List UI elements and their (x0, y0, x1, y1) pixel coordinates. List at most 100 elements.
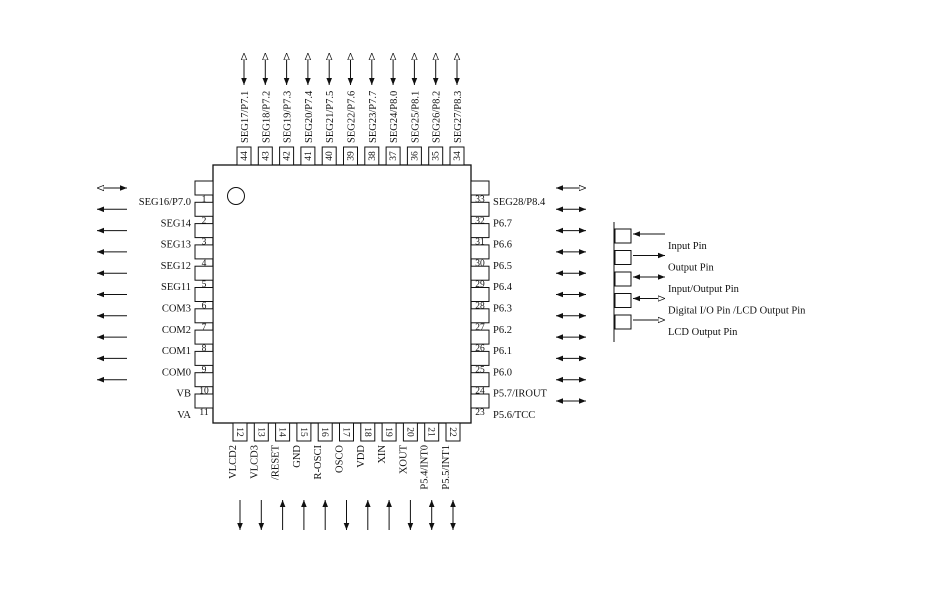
pin-label: VA (177, 410, 191, 421)
pin-number: 44 (240, 151, 250, 161)
pin-number: 3 (202, 238, 207, 248)
pin-box (194, 265, 214, 281)
pin-box (424, 422, 440, 442)
pin-number: 21 (426, 427, 436, 437)
pin-number: 20 (404, 427, 414, 437)
pin-label: VLCD2 (228, 445, 239, 479)
pin-number: 35 (432, 151, 442, 161)
pin-label: VDD (356, 445, 367, 468)
pin-box (470, 244, 490, 260)
pin-number: 16 (319, 427, 329, 437)
pin-box (470, 329, 490, 345)
pin-box (406, 146, 422, 166)
legend-box (614, 228, 632, 244)
pin-box (470, 393, 490, 409)
pin-number: 1 (202, 195, 207, 205)
pin-label: GND (292, 445, 303, 468)
pin-box (257, 146, 273, 166)
pin-box (232, 422, 248, 442)
pin-number: 5 (202, 280, 207, 290)
pin-label: SEG23/P7.7 (368, 91, 379, 143)
pin-number: 28 (475, 302, 485, 312)
pin-number: 31 (475, 238, 485, 248)
pin-box (194, 308, 214, 324)
pin-label: SEG18/P7.2 (261, 91, 272, 143)
pin-label: P6.6 (493, 240, 512, 251)
pin-number: 22 (447, 427, 457, 437)
pin-box (470, 223, 490, 239)
pin-box (253, 422, 269, 442)
pin-label: P6.5 (493, 261, 512, 272)
pin-box (194, 201, 214, 217)
pin-box (300, 146, 316, 166)
pin-label: P5.5/INT1 (441, 445, 452, 490)
pin-label: SEG20/P7.4 (304, 90, 315, 143)
pin-label: OSCO (335, 445, 346, 473)
legend-box (614, 293, 632, 308)
legend-box (614, 314, 632, 330)
pin-box (360, 422, 376, 442)
pin-number: 30 (475, 259, 485, 269)
pin-box (428, 146, 444, 166)
pin-label: P6.3 (493, 304, 512, 315)
legend-box (614, 271, 632, 287)
pin-number: 15 (298, 427, 308, 437)
pin-box (339, 422, 354, 442)
pin-box (321, 146, 337, 166)
pin-box (470, 287, 490, 302)
pin-number: 34 (453, 151, 463, 161)
pin-number: 37 (389, 151, 399, 161)
pin-number: 43 (261, 151, 271, 161)
pin-label: P6.0 (493, 367, 512, 378)
pin-label: P5.6/TCC (493, 410, 535, 421)
pin-number: 40 (325, 151, 335, 161)
pin-number: 24 (475, 387, 485, 397)
pin-number: 10 (199, 387, 209, 397)
pin-box (194, 223, 214, 239)
pin-box (275, 422, 291, 442)
pin-number: 39 (347, 151, 357, 161)
pin-number: 9 (202, 365, 207, 375)
pin-box (445, 422, 461, 442)
pin-box (194, 372, 214, 388)
pin-number: 25 (475, 365, 485, 375)
pin-label: P6.1 (493, 346, 512, 357)
pin-label: VLCD3 (249, 445, 260, 479)
pin-box (194, 287, 214, 302)
pin-box (364, 146, 380, 166)
pin-number: 42 (283, 151, 293, 161)
chip-body (212, 164, 472, 424)
pin-label: SEG12 (161, 261, 191, 272)
pin-box (194, 393, 214, 409)
pin-label: SEG11 (161, 282, 191, 293)
pin-label: XOUT (398, 444, 409, 474)
pin-box (317, 422, 333, 442)
pin-label: COM2 (162, 325, 191, 336)
legend-box (614, 250, 632, 265)
pin-number: 6 (202, 302, 207, 312)
pin-number: 13 (255, 427, 265, 437)
pin-box (279, 146, 295, 166)
pin-number: 33 (475, 195, 485, 205)
pin-box (470, 350, 490, 366)
pin-label: SEG16/P7.0 (139, 197, 191, 208)
pin-label: SEG14 (161, 218, 192, 229)
pin-label: P5.7/IROUT (493, 389, 548, 400)
pin-box (343, 146, 358, 166)
pin-number: 27 (475, 323, 485, 333)
pin-box (194, 329, 214, 345)
pin-label: SEG27/P8.3 (453, 91, 464, 143)
pin-box (470, 372, 490, 388)
legend-label: Input/Output Pin (668, 284, 740, 295)
pin-box (194, 244, 214, 260)
pin-box (194, 350, 214, 366)
pin-label: SEG19/P7.3 (283, 91, 294, 143)
legend-label: Input Pin (668, 241, 708, 252)
pin-number: 36 (410, 151, 420, 161)
pin-label: SEG21/P7.5 (325, 91, 336, 143)
